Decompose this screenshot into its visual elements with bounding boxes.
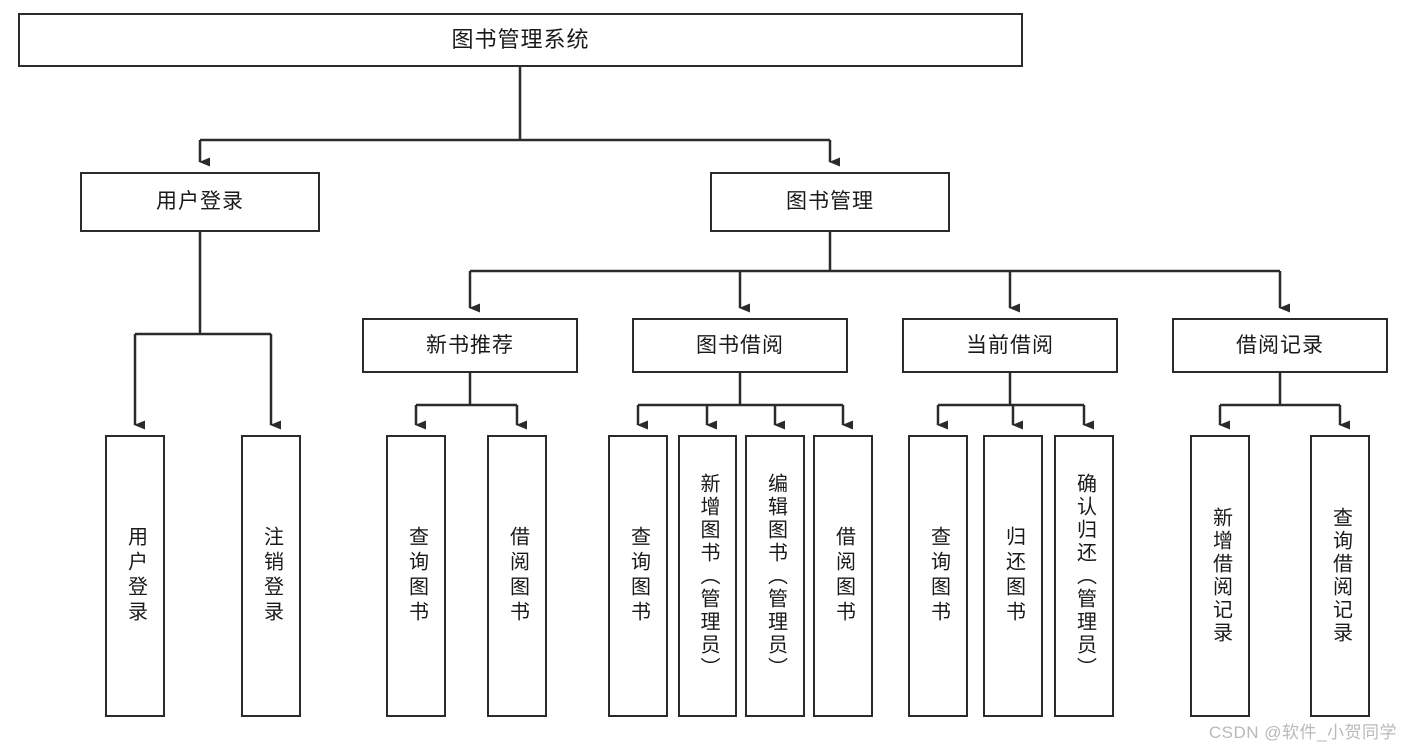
leaf-query-borrow-record[interactable]: 查询借阅记录 — [1310, 435, 1370, 717]
leaf-label: 查询图书 — [405, 526, 428, 626]
node-current-borrow[interactable]: 当前借阅 — [902, 318, 1118, 373]
leaf-return-book[interactable]: 归还图书 — [983, 435, 1043, 717]
node-current-borrow-label: 当前借阅 — [966, 333, 1054, 357]
node-borrow-record[interactable]: 借阅记录 — [1172, 318, 1388, 373]
leaf-label: 注销登录 — [260, 526, 283, 626]
node-book-management-label: 图书管理 — [786, 190, 874, 214]
node-user-login[interactable]: 用户登录 — [80, 172, 320, 232]
leaf-borrow-book-recommend[interactable]: 借阅图书 — [487, 435, 547, 717]
leaf-query-book-recommend[interactable]: 查询图书 — [386, 435, 446, 717]
node-user-login-label: 用户登录 — [156, 190, 244, 214]
watermark-text: CSDN @软件_小贺同学 — [1208, 723, 1397, 742]
leaf-add-borrow-record[interactable]: 新增借阅记录 — [1190, 435, 1250, 717]
node-root-system[interactable]: 图书管理系统 — [18, 13, 1023, 67]
leaf-query-book-current[interactable]: 查询图书 — [908, 435, 968, 717]
leaf-label: 借阅图书 — [832, 526, 855, 626]
leaf-label: 新增图书（管理员） — [697, 472, 719, 680]
node-borrow-record-label: 借阅记录 — [1236, 333, 1324, 357]
leaf-label: 确认归还（管理员） — [1073, 472, 1096, 680]
leaf-add-book-admin[interactable]: 新增图书（管理员） — [678, 435, 737, 717]
leaf-query-book-borrow[interactable]: 查询图书 — [608, 435, 668, 717]
node-book-borrow-label: 图书借阅 — [696, 333, 784, 357]
node-book-management[interactable]: 图书管理 — [710, 172, 950, 232]
node-book-borrow[interactable]: 图书借阅 — [632, 318, 848, 373]
leaf-borrow-book[interactable]: 借阅图书 — [813, 435, 873, 717]
leaf-label: 编辑图书（管理员） — [764, 472, 787, 680]
leaf-label: 用户登录 — [124, 526, 147, 626]
leaf-user-logout[interactable]: 注销登录 — [241, 435, 301, 717]
leaf-label: 查询借阅记录 — [1329, 507, 1352, 645]
node-new-book-recommend-label: 新书推荐 — [426, 333, 514, 357]
node-root-label: 图书管理系统 — [451, 26, 590, 52]
node-new-book-recommend[interactable]: 新书推荐 — [362, 318, 578, 373]
leaf-label: 借阅图书 — [506, 526, 529, 626]
leaf-user-login[interactable]: 用户登录 — [105, 435, 165, 717]
leaf-edit-book-admin[interactable]: 编辑图书（管理员） — [745, 435, 805, 717]
leaf-confirm-return-admin[interactable]: 确认归还（管理员） — [1054, 435, 1114, 717]
leaf-label: 新增借阅记录 — [1209, 507, 1232, 645]
leaf-label: 查询图书 — [627, 526, 650, 626]
leaf-label: 归还图书 — [1002, 526, 1025, 626]
leaf-label: 查询图书 — [927, 526, 950, 626]
